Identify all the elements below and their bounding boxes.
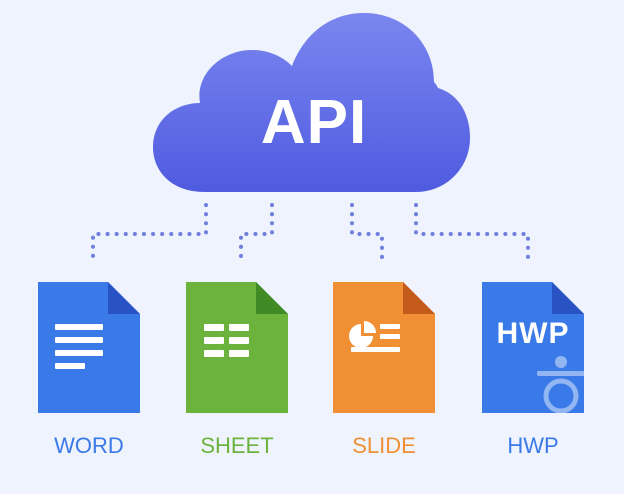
word-document-icon: [38, 282, 140, 413]
connector-hwp: [414, 203, 530, 264]
presentation-slide-icon: [349, 321, 400, 352]
sheet-document-icon: [186, 282, 288, 413]
hwp-label: HWP: [507, 433, 559, 458]
cloud-label: API: [260, 88, 368, 157]
cloud-icon: [153, 13, 470, 192]
spreadsheet-grid-icon: [204, 324, 249, 357]
word-label: WORD: [54, 433, 124, 458]
connector-lines: [91, 203, 530, 264]
slide-label: SLIDE: [352, 433, 416, 458]
connector-slide: [350, 203, 384, 264]
connector-sheet: [239, 203, 274, 264]
hwp-document-icon: [482, 282, 585, 414]
sheet-label: SHEET: [200, 433, 274, 458]
hangul-glyph-icon: [537, 356, 585, 414]
connector-word: [91, 203, 208, 264]
hwp-icon-text: HWP: [496, 317, 570, 350]
document-lines-icon: [55, 324, 103, 369]
slide-document-icon: [333, 282, 435, 413]
